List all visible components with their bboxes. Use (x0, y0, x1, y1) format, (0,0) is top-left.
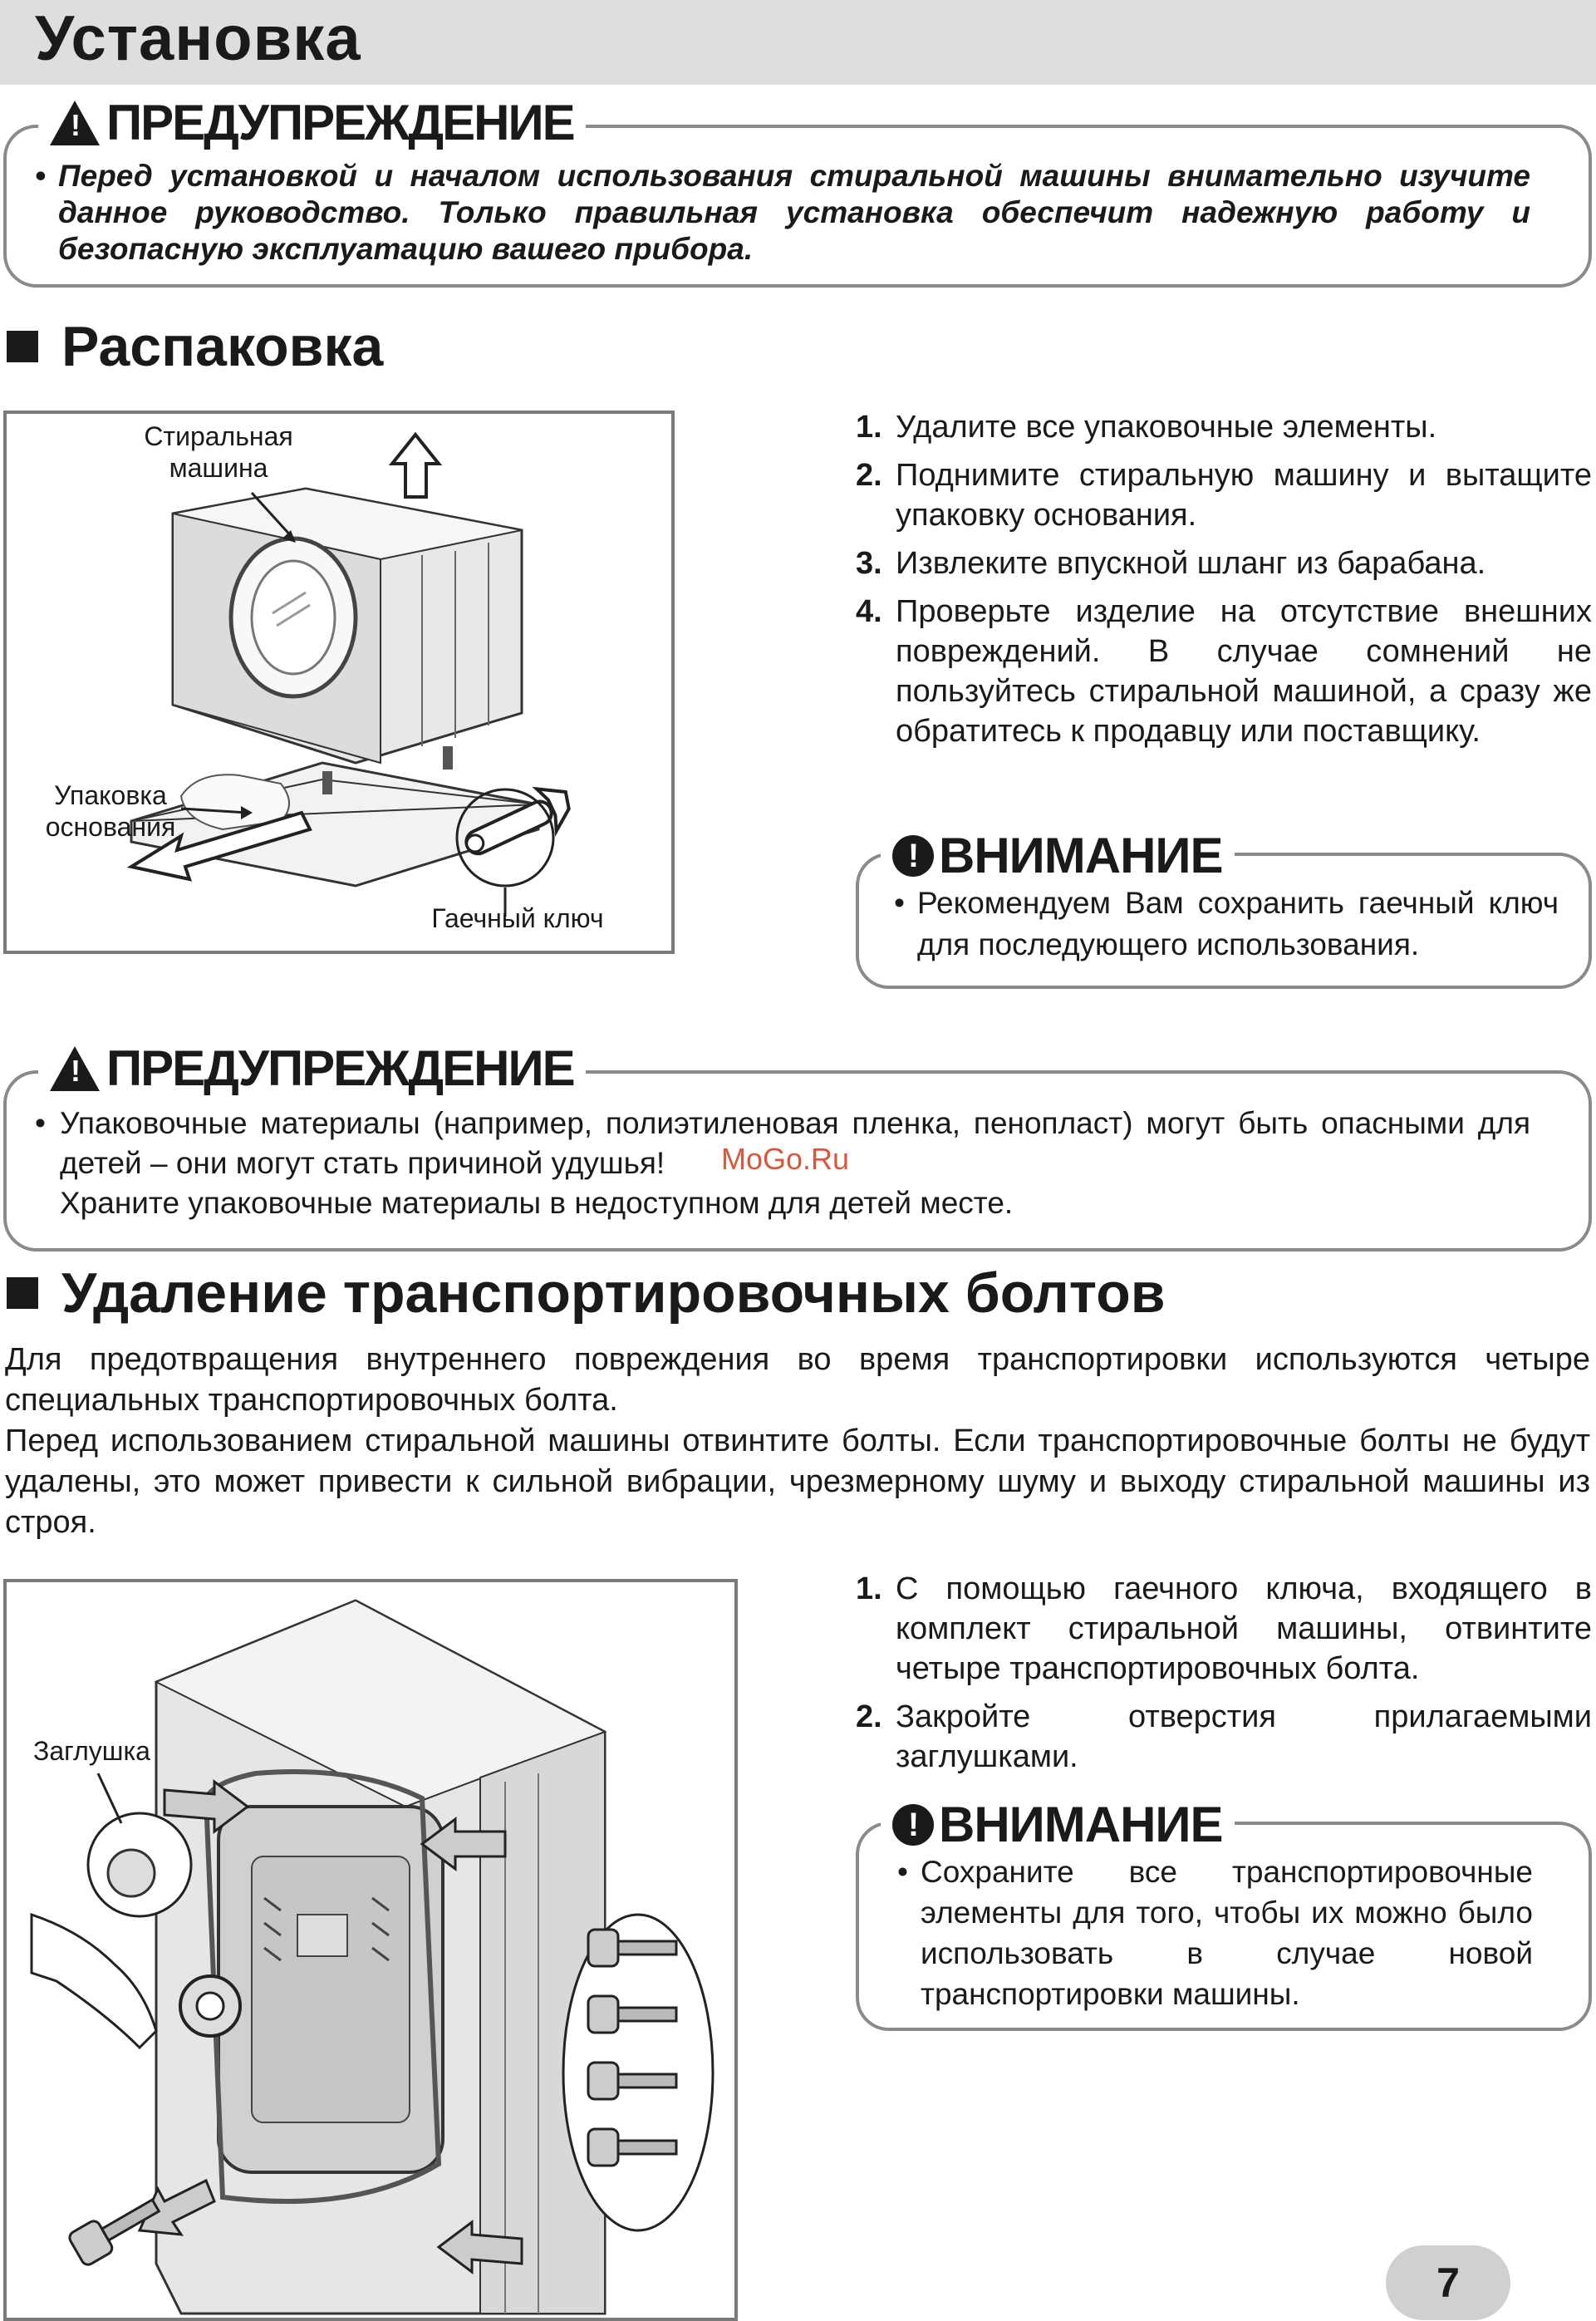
warning-triangle-icon: ! (50, 1046, 100, 1091)
warning-triangle-icon: ! (50, 101, 100, 145)
warning-text-line1: Упаковочные материалы (например, полиэти… (60, 1106, 1530, 1180)
warning-box-packaging (3, 1070, 1592, 1251)
list-item: 2. Поднимите стиральную машину и вытащит… (856, 455, 1592, 535)
caution-heading-unpacking: ! ВНИМАНИЕ (881, 831, 1235, 881)
bolts-steps: 1. С помощью гаечного ключа, входящего в… (856, 1569, 1592, 1785)
bolt-icon (587, 1928, 678, 1968)
bolts-paragraph-2: Перед использованием стиральной машины о… (5, 1424, 1590, 1540)
step-number: 1. (856, 410, 882, 445)
caution-text-body: Сохраните все транспортировочные элемент… (921, 1855, 1533, 2011)
unpacking-illustration (126, 431, 571, 917)
caution-heading-text: ВНИМАНИЕ (939, 1797, 1224, 1852)
step-text: Удалите все упаковочные элементы. (896, 410, 1437, 445)
section-bullet-icon (7, 331, 38, 362)
warning-heading-packaging: ! ПРЕДУПРЕЖДЕНИЕ (38, 1044, 586, 1094)
page-number: 7 (1386, 2245, 1510, 2320)
exclamation-circle-icon: ! (892, 835, 934, 877)
title-bar (0, 0, 1596, 85)
bolts-paragraph-1: Для предотвращения внутреннего поврежден… (5, 1342, 1590, 1418)
warning-heading-top: ! ПРЕДУПРЕЖДЕНИЕ (38, 98, 586, 148)
warning-text-line2: Храните упаковочные материалы в недоступ… (60, 1186, 1014, 1220)
page-title: Установка (35, 3, 361, 74)
step-number: 1. (856, 1571, 882, 1606)
bolts-figure: Заглушка (3, 1579, 738, 2321)
page-number-text: 7 (1436, 2260, 1460, 2306)
caution-text-body: Рекомендуем Вам сохранить гаечный ключ д… (917, 886, 1559, 961)
warning-heading-text: ПРЕДУПРЕЖДЕНИЕ (106, 95, 576, 150)
list-item: 4. Проверьте изделие на отсутствие внешн… (856, 592, 1592, 751)
step-text: Проверьте изделие на отсутствие внешних … (896, 594, 1592, 749)
section-title-unpacking: Распаковка (7, 309, 383, 384)
warning-box-top (3, 125, 1592, 288)
step-text: С помощью гаечного ключа, входящего в ко… (896, 1571, 1592, 1686)
label-washing-machine: Стиральная машина (144, 421, 293, 483)
section-title-text: Удаление транспортировочных болтов (61, 1261, 1166, 1325)
step-text: Поднимите стиральную машину и вытащите у… (896, 458, 1592, 533)
step-number: 2. (856, 458, 882, 493)
caution-text-unpacking: • Рекомендуем Вам сохранить гаечный ключ… (894, 883, 1559, 966)
unpacking-figure: Стиральная машина Упаковка основания Гае… (3, 411, 675, 954)
step-text: Закройте отверстия прилагаемыми заглушка… (896, 1699, 1592, 1774)
warning-text-packaging: • Упаковочные материалы (например, полиэ… (35, 1104, 1530, 1223)
step-number: 2. (856, 1699, 882, 1734)
label-plug: Заглушка (33, 1736, 150, 1766)
step-text: Извлеките впускной шланг из барабана. (896, 546, 1486, 581)
section-bullet-icon (7, 1277, 38, 1309)
list-item: 2. Закройте отверстия прилагаемыми заглу… (856, 1697, 1592, 1777)
section-title-bolts: Удаление транспортировочных болтов (7, 1258, 1166, 1328)
list-item: 3. Извлеките впускной шланг из барабана. (856, 543, 1592, 583)
warning-text-body: Перед установкой и началом использования… (58, 159, 1530, 266)
section-title-text: Распаковка (61, 315, 384, 378)
label-base-packaging: Упаковка основания (45, 780, 176, 842)
unpacking-steps: 1. Удалите все упаковочные элементы. 2. … (856, 407, 1592, 760)
bolts-illustration (30, 1599, 715, 2315)
list-item: 1. С помощью гаечного ключа, входящего в… (856, 1569, 1592, 1689)
caution-text-bolts: • Сохраните все транспортировочные элеме… (897, 1851, 1533, 2014)
warning-heading-text: ПРЕДУПРЕЖДЕНИЕ (106, 1040, 576, 1096)
step-number: 4. (856, 594, 882, 629)
watermark: MoGo.Ru (721, 1142, 850, 1176)
list-item: 1. Удалите все упаковочные элементы. (856, 407, 1592, 447)
caution-heading-text: ВНИМАНИЕ (939, 828, 1224, 883)
caution-heading-bolts: ! ВНИМАНИЕ (881, 1800, 1235, 1850)
label-wrench: Гаечный ключ (431, 903, 604, 933)
step-number: 3. (856, 546, 882, 581)
exclamation-circle-icon: ! (892, 1804, 934, 1846)
warning-text-top: • Перед установкой и началом использован… (35, 159, 1530, 266)
